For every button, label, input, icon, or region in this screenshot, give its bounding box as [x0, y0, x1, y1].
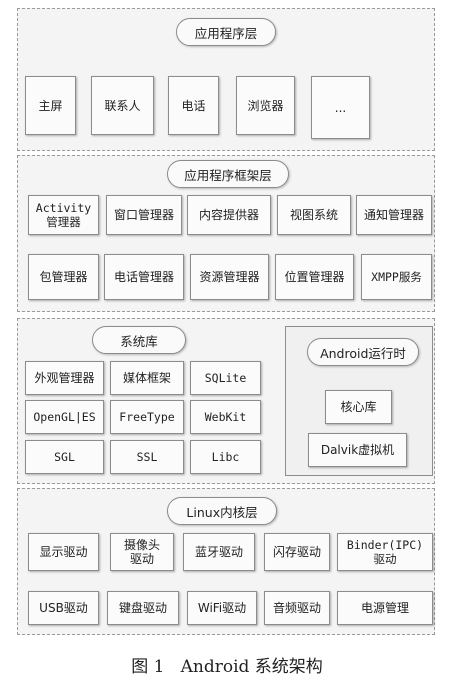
power-management: 电源管理 [337, 591, 433, 625]
driver-audio: 音频驱动 [264, 591, 330, 625]
library-layer-title: 系统库 [92, 326, 186, 354]
driver-flash: 闪存驱动 [264, 533, 330, 571]
framework-notification-manager: 通知管理器 [356, 195, 432, 235]
framework-location-manager: 位置管理器 [275, 254, 354, 300]
framework-xmpp-service: XMPP服务 [361, 254, 432, 300]
lib-surface-manager: 外观管理器 [25, 361, 104, 395]
driver-keyboard: 键盘驱动 [107, 591, 179, 625]
lib-sgl: SGL [25, 440, 104, 474]
figure-caption: 图 1 Android 系统架构 [131, 657, 323, 677]
framework-layer-title: 应用程序框架层 [167, 160, 289, 188]
app-more: ... [311, 76, 370, 139]
application-layer-title: 应用程序层 [176, 18, 276, 46]
lib-libc: Libc [190, 440, 261, 474]
app-phone: 电话 [168, 76, 219, 135]
lib-webkit: WebKit [190, 400, 261, 434]
lib-media-framework: 媒体框架 [110, 361, 184, 395]
app-contacts: 联系人 [91, 76, 154, 135]
lib-ssl: SSL [110, 440, 184, 474]
lib-opengl-es: OpenGL|ES [25, 400, 104, 434]
framework-activity-manager: Activity 管理器 [28, 195, 99, 235]
framework-resource-manager: 资源管理器 [190, 254, 269, 300]
driver-binder-ipc: Binder(IPC) 驱动 [337, 533, 433, 571]
android-runtime-title: Android运行时 [307, 338, 419, 366]
runtime-core-libraries: 核心库 [325, 390, 392, 424]
lib-freetype: FreeType [110, 400, 184, 434]
app-browser: 浏览器 [236, 76, 295, 135]
framework-window-manager: 窗口管理器 [106, 195, 182, 235]
driver-camera: 摄像头 驱动 [110, 533, 174, 571]
driver-usb: USB驱动 [28, 591, 99, 625]
kernel-layer-title: Linux内核层 [167, 497, 277, 525]
lib-sqlite: SQLite [190, 361, 261, 395]
framework-view-system: 视图系统 [277, 195, 351, 235]
driver-bluetooth: 蓝牙驱动 [183, 533, 255, 571]
framework-content-provider: 内容提供器 [187, 195, 271, 235]
driver-wifi: WiFi驱动 [187, 591, 257, 625]
app-home-screen: 主屏 [25, 76, 76, 135]
driver-display: 显示驱动 [28, 533, 99, 571]
framework-package-manager: 包管理器 [28, 254, 99, 300]
runtime-dalvik-vm: Dalvik虚拟机 [308, 433, 407, 467]
framework-telephony-manager: 电话管理器 [104, 254, 184, 300]
